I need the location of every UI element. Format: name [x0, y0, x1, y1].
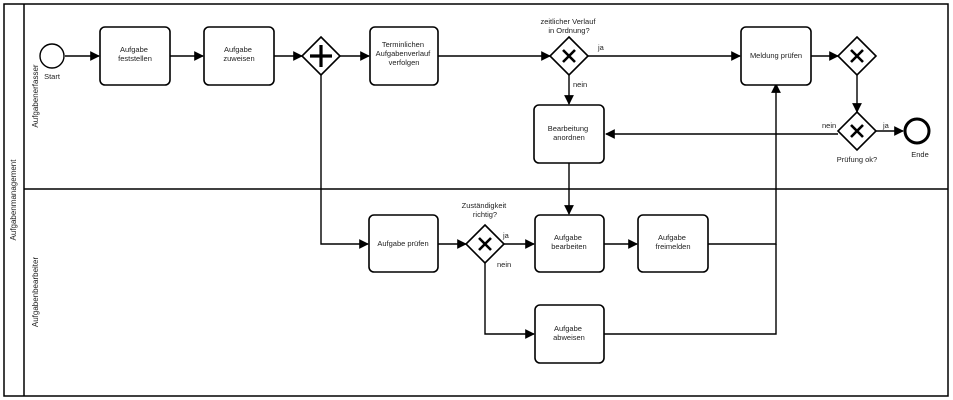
flow-label-zustaendig-ja: ja: [502, 231, 510, 240]
flow-parallel-pruefen: [320, 75, 369, 249]
x-icon: [850, 49, 864, 63]
pool-label: Aufgabenmanagement: [9, 159, 18, 241]
start-event: Start: [39, 43, 65, 81]
svg-text:Aufgabe zuweisen: Aufgabe zuweisen: [223, 45, 254, 63]
task-aufgabe-feststellen: Aufgabe feststellen: [99, 26, 171, 86]
gateway-zustaendigkeit: Zuständigkeit richtig?: [462, 201, 509, 265]
flow-labels: ja nein nein ja ja nein: [497, 43, 890, 269]
task-aufgabe-abweisen: Aufgabe abweisen: [534, 304, 605, 364]
flow-label-zustaendig-nein: nein: [497, 260, 511, 269]
task-aufgabenverlauf-verfolgen: Terminlichen Aufgabenverlauf verfolgen: [369, 26, 439, 86]
svg-text:Aufgabe feststellen: Aufgabe feststellen: [118, 45, 152, 63]
flow-label-verlauf-nein: nein: [573, 80, 587, 89]
svg-text:Aufgabe bearbeiten: Aufgabe bearbeiten: [551, 233, 586, 251]
lane-label-aufgabenbearbeiter: Aufgabenbearbeiter: [31, 257, 40, 328]
gateway-pruefung-ok: Prüfung ok?: [837, 110, 877, 164]
gateway-zeitlicher-verlauf-label: zeitlicher Verlauf in Ordnung?: [540, 17, 597, 35]
start-event-label: Start: [44, 72, 61, 81]
sequence-flows: [65, 51, 904, 339]
flow-zustaendig-nein-abweisen: [484, 263, 535, 339]
svg-text:Aufgabe abweisen: Aufgabe abweisen: [553, 324, 585, 342]
x-icon: [850, 124, 864, 138]
svg-text:Meldung prüfen: Meldung prüfen: [750, 51, 802, 60]
x-icon: [478, 237, 492, 251]
task-aufgabe-freimelden: Aufgabe freimelden: [637, 214, 709, 273]
flow-label-verlauf-ja: ja: [597, 43, 605, 52]
task-meldung-pruefen: Meldung prüfen: [740, 26, 812, 86]
flow-label-pruefung-ja: ja: [882, 121, 890, 130]
gateway-zustaendigkeit-label: Zuständigkeit richtig?: [462, 201, 509, 219]
task-aufgabe-pruefen: Aufgabe prüfen: [368, 214, 439, 273]
svg-text:Aufgabe prüfen: Aufgabe prüfen: [377, 239, 428, 248]
end-event-label: Ende: [911, 150, 929, 159]
svg-text:Bearbeitung anordnen: Bearbeitung anordnen: [548, 124, 591, 142]
plus-icon: [310, 45, 332, 67]
task-aufgabe-zuweisen: Aufgabe zuweisen: [203, 26, 275, 86]
gateway-pruefung-ok-label: Prüfung ok?: [837, 155, 877, 164]
flow-label-pruefung-nein: nein: [822, 121, 836, 130]
gateway-meldung: [836, 35, 878, 77]
svg-text:Aufgabe freimelden: Aufgabe freimelden: [655, 233, 690, 251]
lane-label-aufgabenerfasser: Aufgabenerfasser: [31, 64, 40, 127]
gateway-parallel: [300, 35, 342, 77]
svg-text:Terminlichen Aufgabenver: Terminlichen Aufgabenverlauf verfolgen: [376, 40, 433, 67]
end-event: Ende: [903, 117, 931, 159]
x-icon: [562, 49, 576, 63]
task-bearbeitung-anordnen: Bearbeitung anordnen: [533, 104, 605, 164]
flow-abweisen-meldung: [604, 244, 777, 335]
gateway-zeitlicher-verlauf: zeitlicher Verlauf in Ordnung?: [540, 17, 597, 77]
task-aufgabe-bearbeiten: Aufgabe bearbeiten: [534, 214, 605, 273]
